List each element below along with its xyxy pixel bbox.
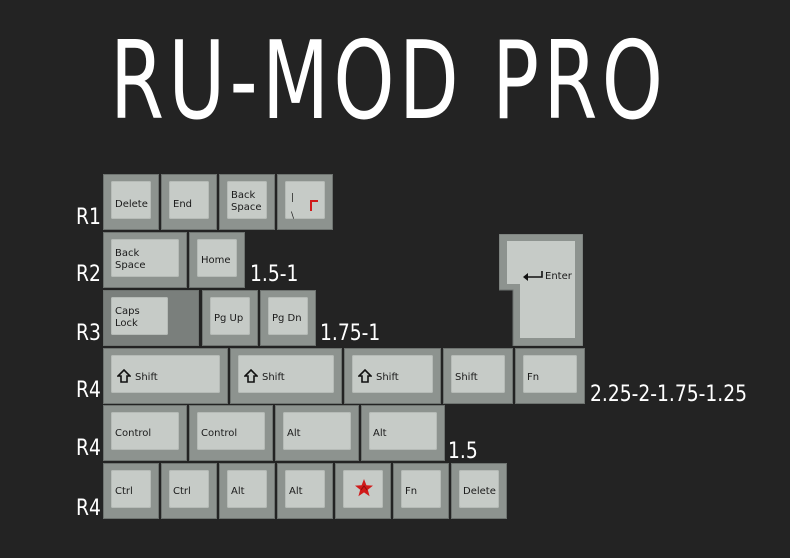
keycap-top: Fn	[401, 470, 441, 508]
key-enter[interactable]: Enter	[499, 234, 583, 346]
keycap-top: Fn	[523, 355, 577, 393]
size-label-r4-shift: 2.25-2-1.75-1.25	[590, 382, 748, 407]
keycap-top: Home	[197, 239, 237, 277]
key-alt-4[interactable]: Alt	[277, 463, 333, 519]
key-legend: Alt	[289, 486, 303, 497]
red-corner-icon	[310, 200, 318, 211]
keycap-top: Ctrl	[111, 470, 151, 508]
key-delete[interactable]: Delete	[103, 174, 159, 230]
keycap-top: Alt	[369, 412, 437, 450]
key-pg-dn[interactable]: Pg Dn	[260, 290, 316, 346]
key-legend: Shift	[262, 372, 285, 383]
key-legend: Pg Dn	[272, 313, 302, 324]
key-alt-3[interactable]: Alt	[219, 463, 275, 519]
keycap-top: Control	[111, 412, 179, 450]
key-ctrl-1[interactable]: Ctrl	[103, 463, 159, 519]
keycap-top: Back Space	[111, 239, 179, 277]
keycap-top: Ctrl	[169, 470, 209, 508]
key-legend: Ctrl	[173, 486, 191, 497]
key-delete-bottom[interactable]: Delete	[451, 463, 507, 519]
key-control-2[interactable]: Control	[189, 405, 273, 461]
keycap-top: Pg Up	[210, 297, 250, 335]
keycap-top: Shift	[352, 355, 433, 393]
keycap-top: Delete	[459, 470, 499, 508]
key-legend: Alt	[287, 428, 301, 439]
shift-arrow-icon	[358, 369, 372, 383]
key-legend: Control	[201, 428, 238, 439]
key-legend: Shift	[455, 372, 478, 383]
keycap-top: Shift	[451, 355, 505, 393]
keycap-top: Pg Dn	[268, 297, 308, 335]
page-title: RU-MOD PRO	[110, 19, 668, 144]
red-star-emblem-icon	[355, 479, 373, 497]
keycap-top: Shift	[111, 355, 220, 393]
key-alt-1[interactable]: Alt	[275, 405, 359, 461]
key-backspace-r2[interactable]: Back Space	[103, 232, 187, 288]
key-legend: Ctrl	[115, 486, 133, 497]
keycap-top: End	[169, 181, 209, 219]
keycap-top: Shift	[238, 355, 334, 393]
size-label-r3: 1.75-1	[320, 321, 381, 346]
key-backspace-r1[interactable]: Back Space	[219, 174, 275, 230]
row-label-r1: R1	[76, 205, 101, 230]
key-ctrl-2[interactable]: Ctrl	[161, 463, 217, 519]
row-label-r4-bottom: R4	[76, 496, 101, 521]
keycap-top: Back Space	[227, 181, 267, 219]
key-pg-up[interactable]: Pg Up	[202, 290, 258, 346]
keycap-top: Caps Lock	[111, 297, 168, 335]
keycap-top: | \	[285, 181, 325, 221]
size-label-r4-control: 1.5	[448, 439, 478, 464]
key-end[interactable]: End	[161, 174, 217, 230]
key-backslash[interactable]: | \	[277, 174, 333, 230]
key-home[interactable]: Home	[189, 232, 245, 288]
key-legend: Shift	[376, 372, 399, 383]
keycap-top: Delete	[111, 181, 151, 219]
enter-key-shape	[499, 234, 583, 346]
key-legend: Caps Lock	[115, 306, 140, 329]
row-label-r2: R2	[76, 262, 101, 287]
key-shift-2[interactable]: Shift	[230, 348, 342, 404]
key-legend: Fn	[405, 486, 418, 497]
row-label-r4-shift: R4	[76, 378, 101, 403]
key-legend: Home	[201, 255, 231, 266]
key-legend: Delete	[115, 199, 148, 210]
shift-arrow-icon	[117, 369, 131, 383]
key-legend: Back Space	[115, 248, 146, 271]
keycap-top: Alt	[283, 412, 351, 450]
enter-arrow-icon	[523, 271, 543, 281]
key-caps-lock[interactable]: Caps Lock	[103, 290, 199, 346]
row-label-r4-control: R4	[76, 436, 101, 461]
key-alt-2[interactable]: Alt	[361, 405, 445, 461]
key-star[interactable]	[335, 463, 391, 519]
key-legend: Pg Up	[214, 313, 244, 324]
key-legend: Back Space	[231, 190, 262, 213]
key-control-1[interactable]: Control	[103, 405, 187, 461]
row-label-r3: R3	[76, 321, 101, 346]
keycap-top	[343, 470, 383, 508]
key-shift-4[interactable]: Shift	[443, 348, 513, 404]
key-legend: Alt	[231, 486, 245, 497]
shift-arrow-icon	[244, 369, 258, 383]
key-legend: Alt	[373, 428, 387, 439]
size-label-r2: 1.5-1	[250, 262, 299, 287]
keycap-top: Alt	[285, 470, 325, 508]
key-fn-r4[interactable]: Fn	[515, 348, 585, 404]
keycap-top: Alt	[227, 470, 267, 508]
key-legend: Delete	[463, 486, 496, 497]
key-shift-1[interactable]: Shift	[103, 348, 228, 404]
key-legend: Shift	[135, 372, 158, 383]
keycap-top: Control	[197, 412, 265, 450]
key-legend: Enter	[545, 271, 572, 282]
key-fn-bottom[interactable]: Fn	[393, 463, 449, 519]
key-legend: End	[173, 199, 193, 210]
key-shift-3[interactable]: Shift	[344, 348, 441, 404]
key-legend: Control	[115, 428, 152, 439]
key-legend: | \	[291, 193, 295, 221]
key-legend: Fn	[527, 372, 540, 383]
